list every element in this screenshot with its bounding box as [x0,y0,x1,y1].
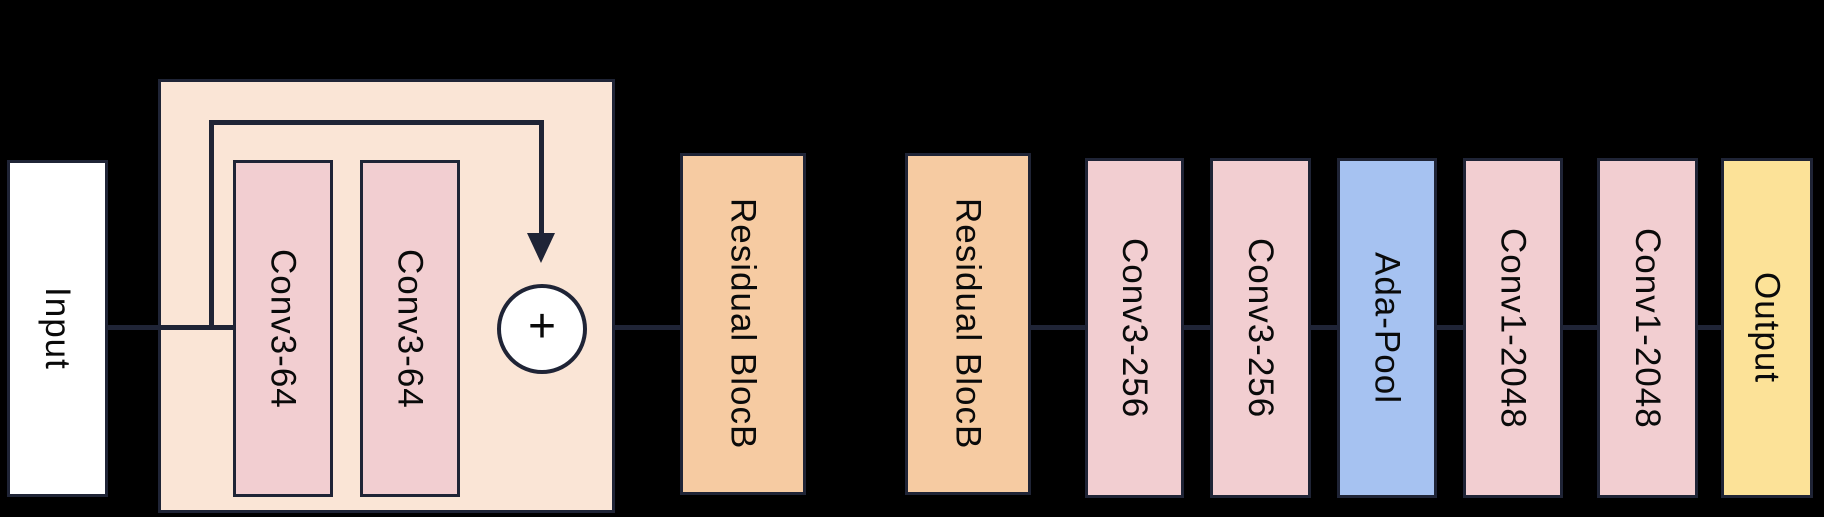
add-node-plus-icon: + [527,300,557,353]
connector-conv256-2-to-adapool [1311,325,1337,330]
node-ada-pool-label: Ada-Pool [1367,252,1407,404]
node-conv1-2048-2-label: Conv1-2048 [1628,227,1667,429]
add-node: + [497,284,587,374]
node-conv1-2048-1: Conv1-2048 [1463,158,1563,498]
node-conv3-64-2: Conv3-64 [360,160,460,497]
node-residual-block-2-label: Residual BlocB [948,198,988,450]
node-residual-block-1: Residual BlocB [680,153,806,495]
skip-connection-line-up [209,121,214,328]
node-ada-pool: Ada-Pool [1337,158,1437,498]
node-residual-block-2: Residual BlocB [905,153,1031,495]
skip-connection-line-top [209,120,544,125]
node-conv3-256-2-label: Conv3-256 [1241,237,1280,419]
node-conv3-256-2: Conv3-256 [1210,158,1311,498]
node-conv3-64-1: Conv3-64 [233,160,333,497]
connector-main-line-in-container [161,325,233,330]
node-conv3-256-1-label: Conv3-256 [1115,237,1154,419]
node-input-label: Input [38,287,77,370]
node-input: Input [7,160,108,497]
node-conv1-2048-1-label: Conv1-2048 [1493,227,1533,429]
node-conv3-256-1: Conv3-256 [1085,158,1184,498]
connector-adapool-to-conv2048-1 [1437,325,1463,330]
connector-conv2048-2-to-output [1698,325,1721,330]
node-conv1-2048-2: Conv1-2048 [1597,158,1698,498]
skip-connection-arrowhead-icon [527,233,555,263]
connector-conv256-1-to-conv256-2 [1184,325,1210,330]
connector-residual-2-to-conv256-1 [1031,325,1085,330]
node-output: Output [1721,158,1813,498]
skip-connection-line-down [539,120,544,235]
node-residual-block-1-label: Residual BlocB [723,198,763,450]
connector-conv2048-1-to-conv2048-2 [1563,325,1597,330]
node-output-label: Output [1747,272,1787,384]
node-conv3-64-2-label: Conv3-64 [390,248,430,409]
connector-add-to-residual-1 [585,325,680,330]
node-conv3-64-1-label: Conv3-64 [263,248,303,409]
